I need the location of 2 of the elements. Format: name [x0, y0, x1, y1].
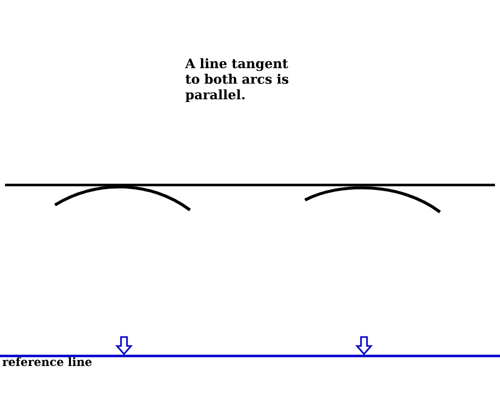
- note-text: A line tangent to both arcs is parallel.: [185, 58, 288, 102]
- note-text: reference line: [2, 357, 92, 366]
